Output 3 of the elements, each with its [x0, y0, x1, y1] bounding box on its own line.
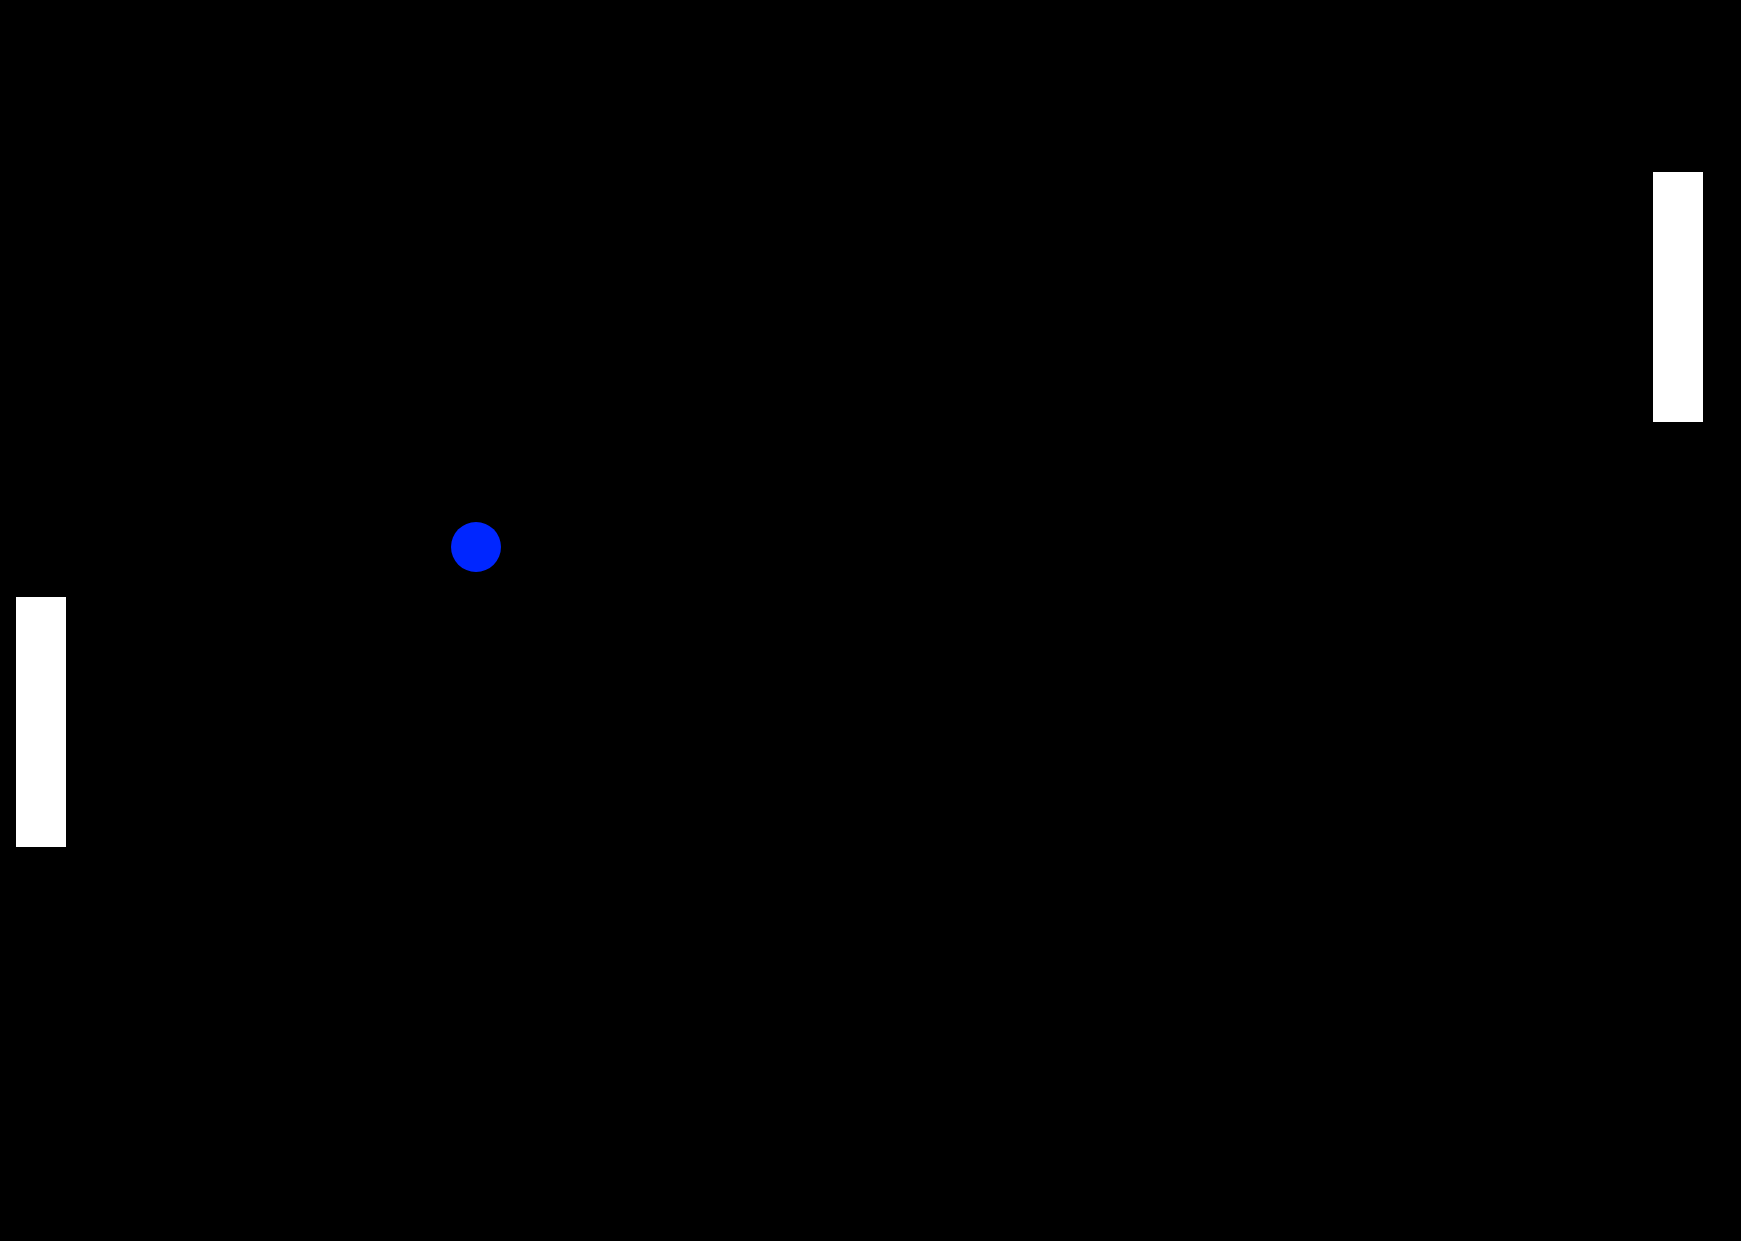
ball: [451, 522, 501, 572]
paddle: [1653, 172, 1703, 422]
paddle: [16, 597, 66, 847]
